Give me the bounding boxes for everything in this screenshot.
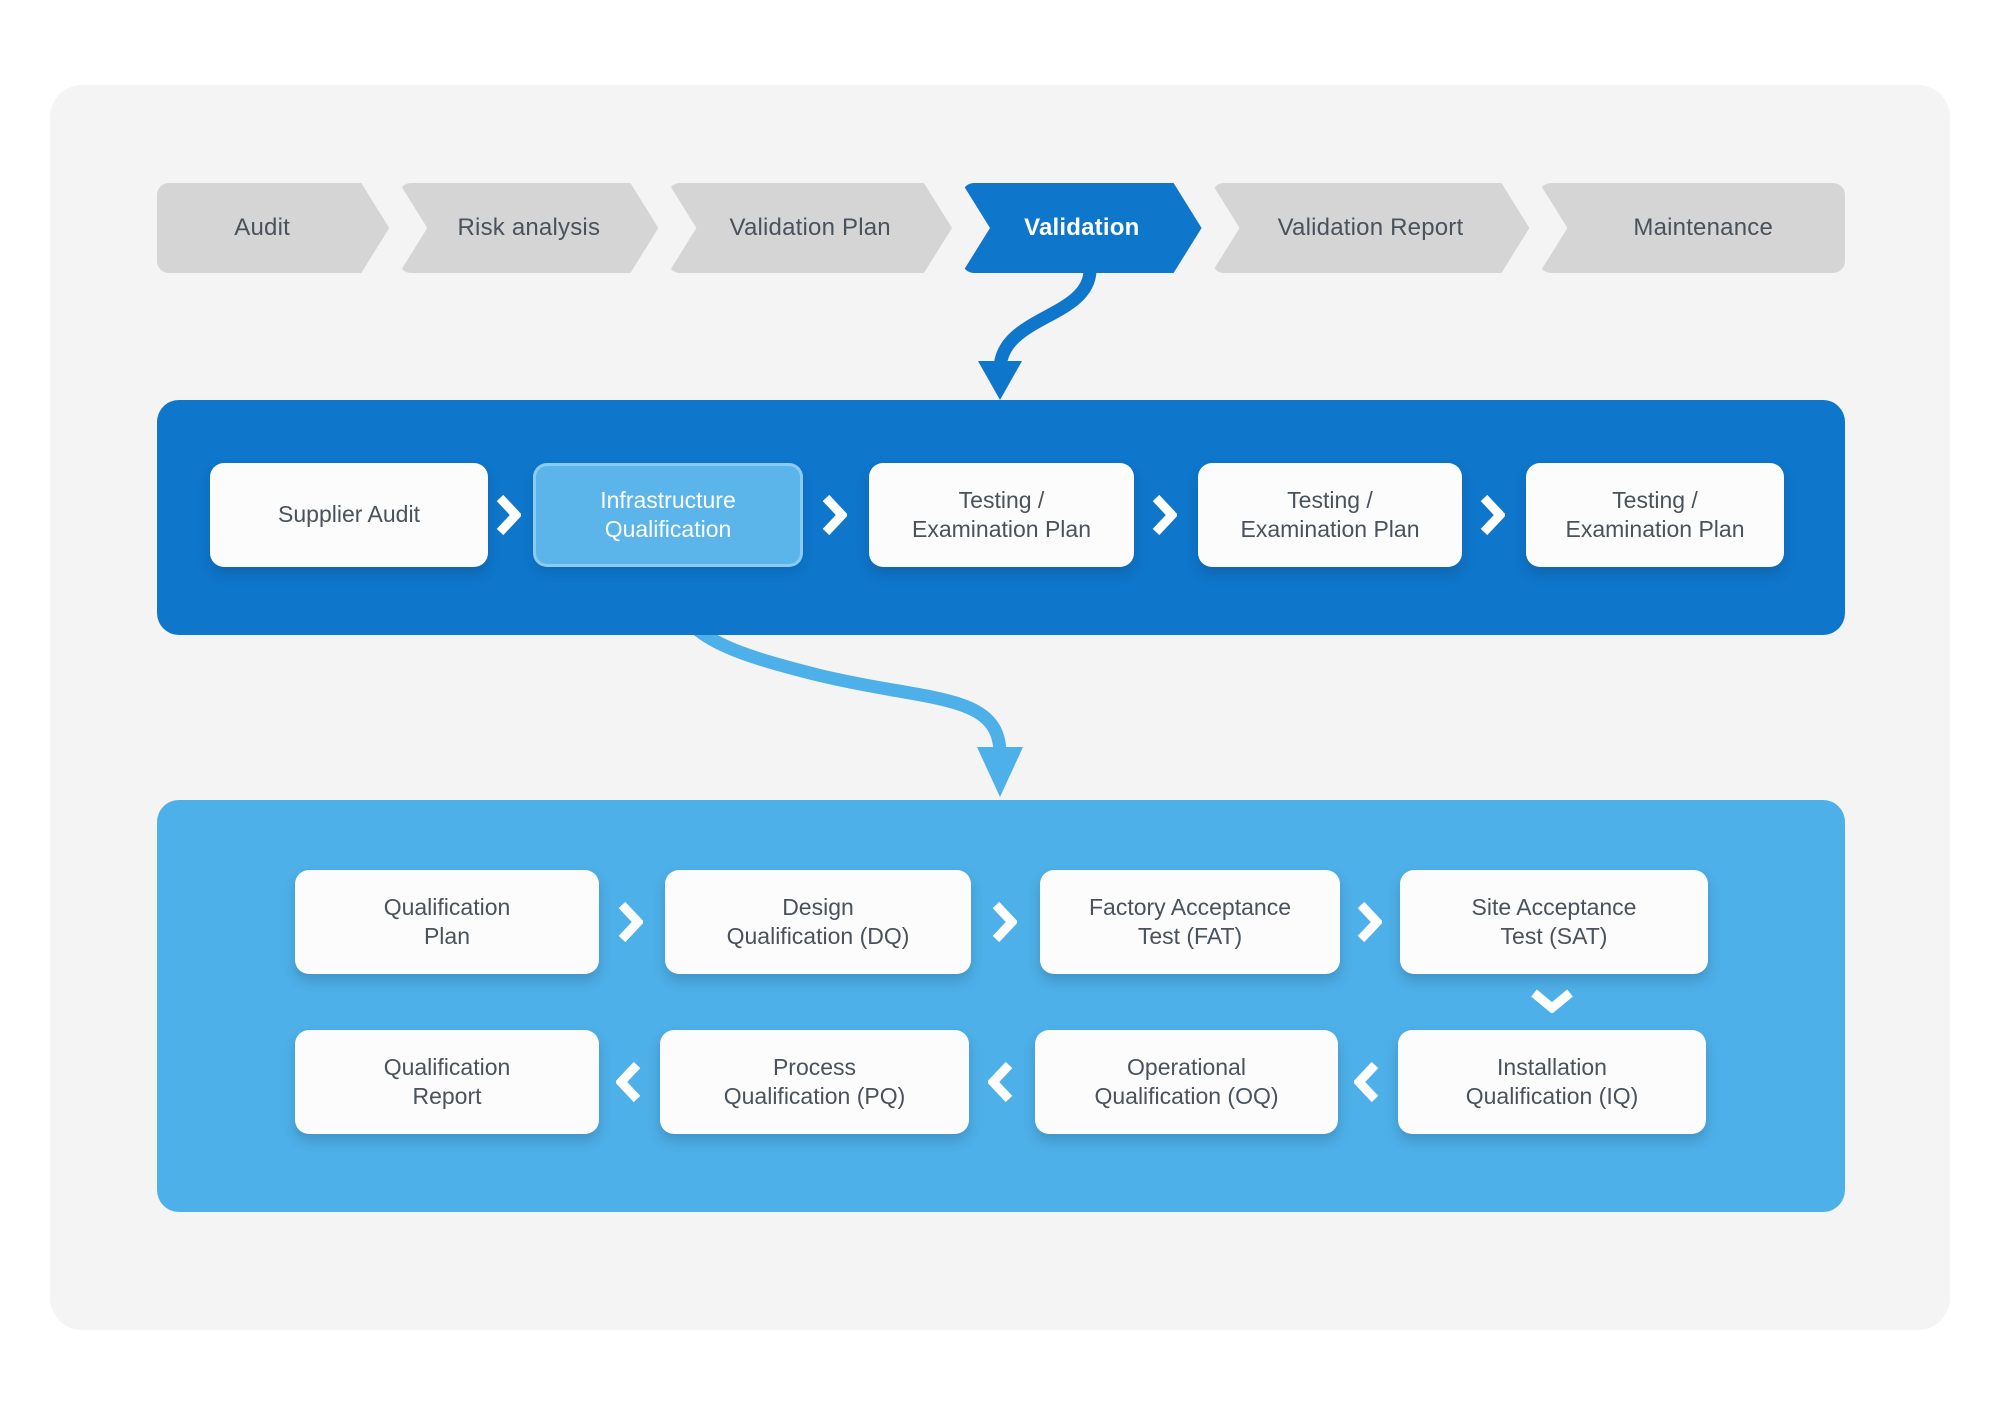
step-validation-plan: Validation Plan (668, 183, 952, 273)
box-qualification-plan: Qualification Plan (295, 870, 599, 974)
box-testing-examination-plan-1: Testing / Examination Plan (869, 463, 1134, 567)
box-installation-qualification: Installation Qualification (IQ) (1398, 1030, 1706, 1134)
chevron-right-icon (493, 491, 523, 539)
box-infrastructure-qualification: Infrastructure Qualification (533, 463, 803, 567)
validation-band: Supplier Audit Infrastructure Qualificat… (157, 400, 1845, 635)
qualification-band: Qualification Plan Design Qualification … (157, 800, 1845, 1212)
chevron-left-icon (1352, 1058, 1382, 1106)
box-supplier-audit: Supplier Audit (210, 463, 488, 567)
chevron-left-icon (614, 1058, 644, 1106)
chevron-down-icon (1527, 986, 1577, 1014)
step-validation-report: Validation Report (1212, 183, 1530, 273)
step-maintenance: Maintenance (1539, 183, 1845, 273)
box-design-qualification: Design Qualification (DQ) (665, 870, 971, 974)
box-testing-examination-plan-3: Testing / Examination Plan (1526, 463, 1784, 567)
process-steps-row: Audit Risk analysis Validation Plan Vali… (157, 183, 1845, 273)
chevron-right-icon (819, 491, 849, 539)
box-operational-qualification: Operational Qualification (OQ) (1035, 1030, 1338, 1134)
box-factory-acceptance-test: Factory Acceptance Test (FAT) (1040, 870, 1340, 974)
box-process-qualification: Process Qualification (PQ) (660, 1030, 969, 1134)
chevron-right-icon (1149, 491, 1179, 539)
chevron-right-icon (1354, 898, 1384, 946)
box-testing-examination-plan-2: Testing / Examination Plan (1198, 463, 1462, 567)
step-audit: Audit (157, 183, 389, 273)
step-validation-active: Validation (962, 183, 1202, 273)
box-qualification-report: Qualification Report (295, 1030, 599, 1134)
box-site-acceptance-test: Site Acceptance Test (SAT) (1400, 870, 1708, 974)
chevron-right-icon (615, 898, 645, 946)
step-risk-analysis: Risk analysis (399, 183, 658, 273)
chevron-right-icon (1477, 491, 1507, 539)
chevron-left-icon (986, 1058, 1016, 1106)
chevron-right-icon (989, 898, 1019, 946)
